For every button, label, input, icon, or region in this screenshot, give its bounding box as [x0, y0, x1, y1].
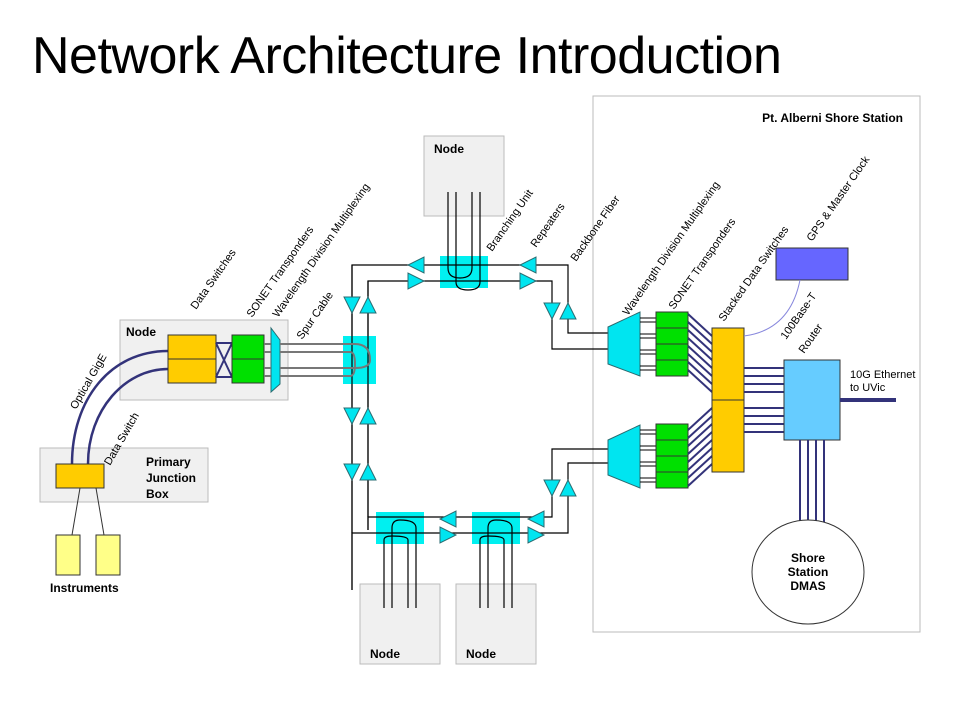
- repeater-icon: [343, 296, 361, 315]
- label-data-switches: Data Switches: [189, 247, 239, 312]
- sonet-transponder: [231, 334, 265, 360]
- bottom-node-1-label: Node: [370, 647, 400, 661]
- uplink-label-1: 10G Ethernet: [850, 369, 915, 381]
- spur-cable: [343, 343, 372, 369]
- sonet-transponder: [231, 358, 265, 384]
- page-title: Network Architecture Introduction: [32, 27, 782, 85]
- wdm-mux-left: [270, 326, 281, 394]
- top-node-label: Node: [434, 142, 464, 156]
- stacked-data-switch-top: [711, 327, 745, 401]
- repeater-icon: [559, 301, 577, 320]
- repeater-icon: [543, 302, 561, 321]
- switch-cross-links: [215, 342, 233, 378]
- repeaters: [343, 256, 577, 544]
- repeater-icon: [359, 462, 377, 481]
- dmas-label-1: Shore: [791, 551, 825, 565]
- instrument-2: [95, 534, 121, 576]
- repeater-icon: [343, 463, 361, 482]
- instrument-cable: [95, 487, 105, 536]
- bottom-node-spur: [383, 519, 513, 608]
- shore-station-title: Pt. Alberni Shore Station: [762, 111, 903, 125]
- optical-gige-cable: [70, 349, 169, 465]
- instruments-label: Instruments: [50, 581, 119, 595]
- junction-box-label-3: Box: [146, 487, 169, 501]
- left-node-label: Node: [126, 325, 156, 339]
- shore-station-dmas: [751, 519, 865, 625]
- junction-box-label-2: Junction: [146, 471, 196, 485]
- repeater-icon: [343, 407, 361, 426]
- bottom-node-2-label: Node: [466, 647, 496, 661]
- optical-gige-cable: [86, 367, 169, 465]
- repeater-icon: [559, 478, 577, 497]
- router: [783, 359, 841, 441]
- instrument-cable: [71, 487, 81, 536]
- label-spur-cable: Spur Cable: [295, 290, 336, 342]
- branching-unit-top: [440, 256, 488, 288]
- repeater-icon: [543, 479, 561, 498]
- bottom-node-2-box: [455, 583, 537, 665]
- label-optical-gige: Optical GigE: [68, 352, 109, 411]
- wdm-sonet-links: [640, 317, 656, 483]
- shore-station-box: [592, 95, 921, 633]
- repeater-icon: [518, 256, 537, 274]
- dmas-label-2: Station: [788, 565, 829, 579]
- spur-cable: [343, 351, 357, 377]
- sonet-stack-top: [655, 311, 689, 377]
- 100base-t-link: [743, 279, 801, 337]
- wdm-mux-shore-bottom: [607, 424, 641, 489]
- repeater-icon: [438, 510, 457, 528]
- top-node-spur: [447, 192, 481, 291]
- uplink-label-2: to UVic: [850, 382, 886, 394]
- repeater-icon: [359, 295, 377, 314]
- repeater-icon: [527, 526, 546, 544]
- gps-master-clock: [775, 247, 849, 281]
- repeater-icon: [406, 256, 425, 274]
- repeater-icon: [519, 272, 538, 290]
- dmas-label-3: DMAS: [790, 579, 825, 593]
- instrument-1: [55, 534, 81, 576]
- router-dmas-links: [799, 440, 825, 522]
- label-repeaters: Repeaters: [529, 201, 568, 250]
- stacked-data-switch-bottom: [711, 399, 745, 473]
- sonet-switch-links: [687, 313, 713, 487]
- repeater-icon: [407, 272, 426, 290]
- repeater-icon: [526, 510, 545, 528]
- switch-router-links: [744, 367, 784, 433]
- sonet-stack-bottom: [655, 423, 689, 489]
- wdm-mux-shore-top: [607, 311, 641, 377]
- data-switch: [167, 358, 217, 384]
- junction-box-label-1: Primary: [146, 455, 191, 469]
- top-node-box: [423, 135, 505, 217]
- bottom-node-1-box: [359, 583, 441, 665]
- data-switch: [167, 334, 217, 360]
- repeater-icon: [439, 526, 458, 544]
- repeater-icon: [359, 406, 377, 425]
- junction-data-switch: [55, 463, 105, 489]
